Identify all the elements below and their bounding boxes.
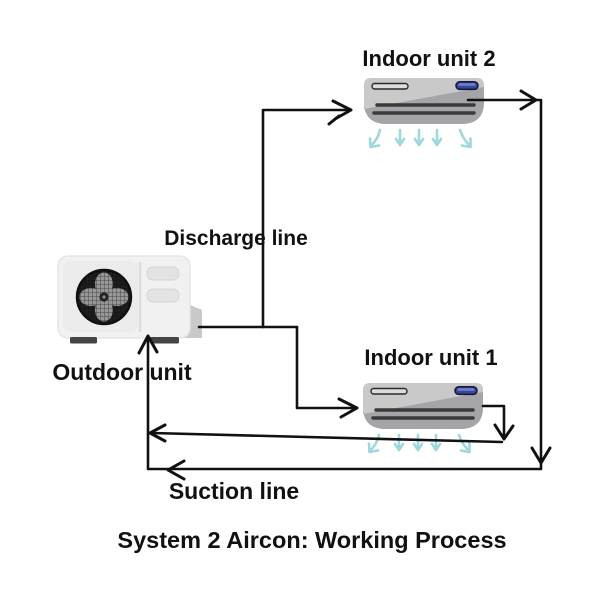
suction-line-path-unit1 (150, 404, 506, 444)
indoor-unit-2-label: Indoor unit 2 (362, 46, 495, 71)
outdoor-unit-foot (150, 337, 179, 344)
arrow-down-right-line (530, 446, 552, 465)
arrow-down-from-unit1 (493, 423, 515, 441)
discharge-line-path (197, 108, 357, 410)
outdoor-unit-label: Outdoor unit (52, 359, 192, 385)
flow-arrowheads (137, 89, 552, 481)
arrow-stroke-detail (327, 114, 341, 126)
fan-icon (75, 268, 133, 326)
indoor-unit-1-label: Indoor unit 1 (364, 345, 497, 370)
outdoor-unit-slat (146, 288, 180, 303)
arrow-left-mid-line (148, 423, 167, 443)
arrow-left-bottom-line (166, 459, 186, 481)
outdoor-unit-slat (146, 266, 180, 281)
arrow-into-indoor-unit-1 (337, 397, 359, 419)
arrow-up-into-outdoor-unit (137, 334, 159, 355)
arrow-right-from-unit2 (519, 89, 538, 111)
discharge-line-label: Discharge line (164, 227, 308, 250)
outdoor-condenser-unit-icon (57, 255, 202, 344)
outdoor-unit-foot (70, 337, 97, 344)
refrigerant-piping (137, 89, 552, 481)
suction-line-path-unit2 (146, 98, 543, 471)
diagram-title: System 2 Aircon: Working Process (117, 527, 506, 553)
indoor-unit-2-graphic (362, 76, 486, 149)
suction-line-label: Suction line (169, 478, 299, 504)
